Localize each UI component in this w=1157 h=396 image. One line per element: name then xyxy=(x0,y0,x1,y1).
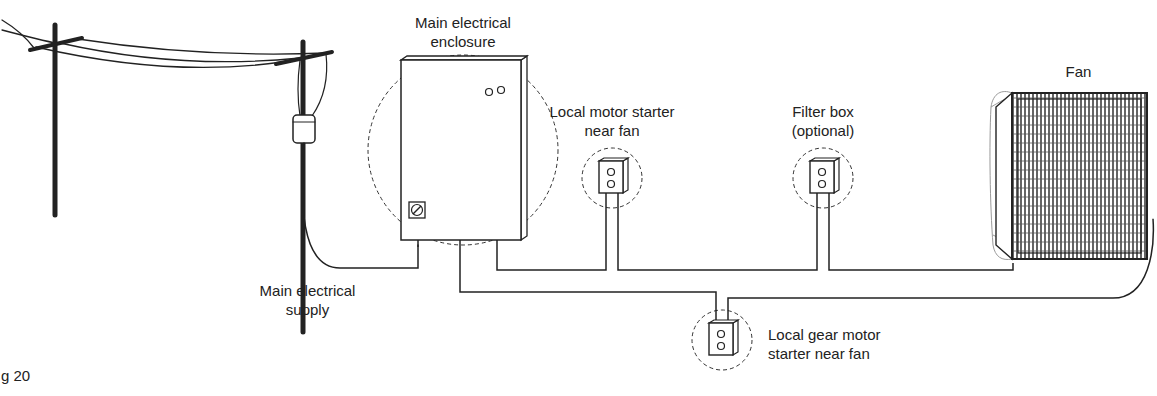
motor-starter: Local motor starter near fan xyxy=(542,102,682,210)
gear-motor-starter: Local gear motor starter near fan xyxy=(690,308,903,372)
starter-box-symbol xyxy=(791,146,855,210)
starter-box-symbol xyxy=(690,308,754,372)
power-cable xyxy=(618,210,817,270)
supply-label: Main electrical supply xyxy=(240,281,375,319)
fan-illustration xyxy=(988,85,1153,263)
power-cable xyxy=(829,210,1013,270)
node-heading: Main electrical enclosure xyxy=(401,13,526,51)
starter-box-symbol xyxy=(580,146,644,210)
power-cable xyxy=(460,247,716,308)
node-heading: Local gear motor starter near fan xyxy=(768,325,903,363)
enclosure-symbol xyxy=(366,53,560,247)
node-heading: Local motor starter near fan xyxy=(542,102,682,140)
filter-box: Filter box (optional) xyxy=(777,102,869,210)
fan: Fan xyxy=(988,62,1153,263)
node-heading: Fan xyxy=(999,62,1157,81)
main-enclosure: Main electrical enclosure xyxy=(366,13,560,247)
node-heading: Filter box (optional) xyxy=(777,102,869,140)
figure-number: g 20 xyxy=(1,366,61,385)
